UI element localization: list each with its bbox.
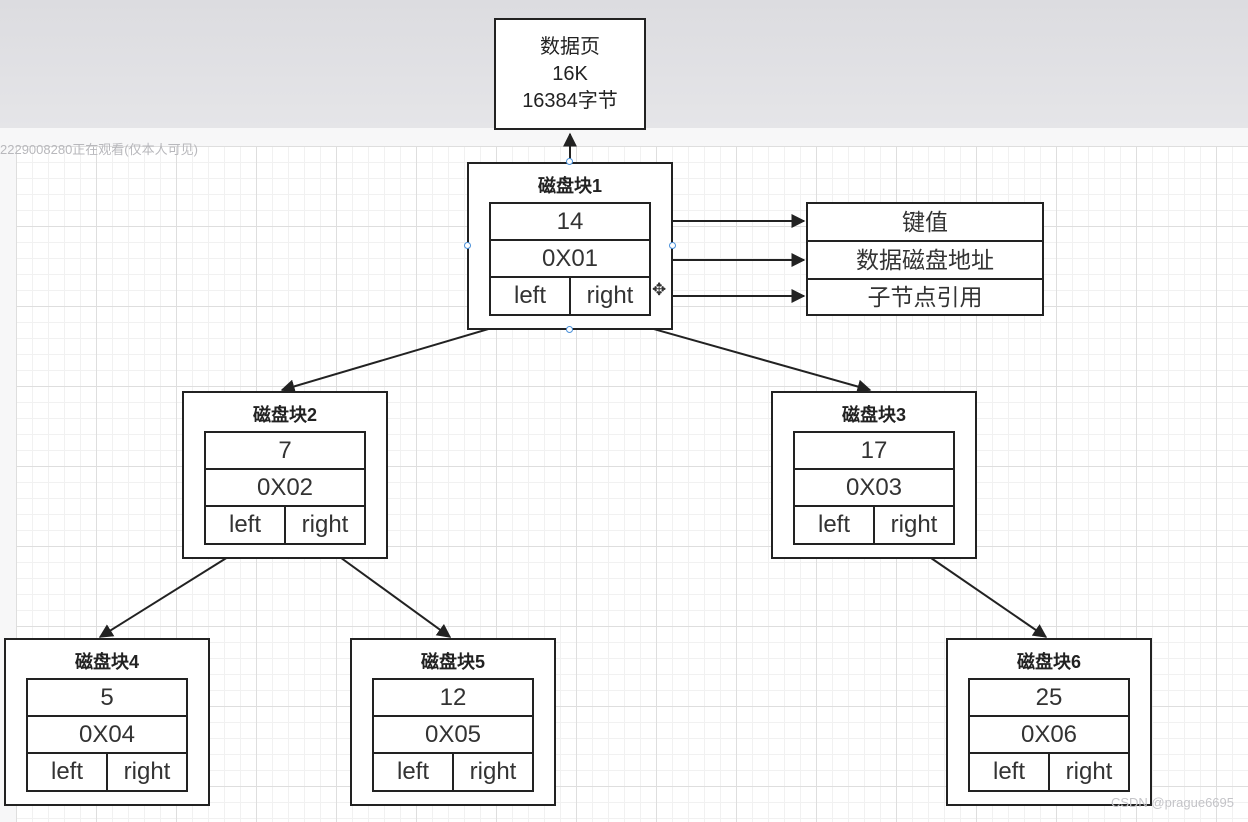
pointer-row: left right — [28, 754, 186, 790]
disk-block-3[interactable]: 磁盘块3 17 0X03 left right — [771, 391, 977, 559]
viewer-watermark: 2229008280正在观看(仅本人可见) — [0, 142, 198, 157]
disk-block-title: 磁盘块4 — [74, 652, 139, 672]
right-pointer-cell: right — [1065, 758, 1113, 785]
left-pointer-cell: left — [206, 507, 286, 543]
disk-block-title: 磁盘块2 — [252, 405, 317, 425]
key-cell: 25 — [970, 680, 1128, 717]
right-pointer-cell: right — [586, 282, 634, 309]
right-pointer-cell: right — [123, 758, 171, 785]
right-pointer-cell: right — [890, 511, 938, 538]
page-size: 16K — [552, 62, 588, 85]
csdn-credit: CSDN @prague6695 — [1110, 795, 1234, 810]
left-pointer-cell: left — [491, 278, 571, 314]
pointer-row: left right — [970, 754, 1128, 790]
index-node: 5 0X04 left right — [26, 678, 188, 792]
disk-block-title: 磁盘块3 — [841, 405, 906, 425]
disk-block-title: 磁盘块1 — [537, 176, 602, 196]
legend-child-reference[interactable]: 子节点引用 — [806, 278, 1044, 316]
pointer-row: left right — [795, 507, 953, 543]
left-pointer-cell: left — [970, 754, 1050, 790]
left-pointer-cell: left — [374, 754, 454, 790]
index-node: 14 0X01 left right — [489, 202, 651, 316]
key-cell: 17 — [795, 433, 953, 470]
left-pointer-cell: left — [28, 754, 108, 790]
address-cell: 0X04 — [28, 717, 186, 754]
disk-block-1[interactable]: 磁盘块1 14 0X01 left right — [467, 162, 673, 330]
key-cell: 5 — [28, 680, 186, 717]
selection-handle-right[interactable] — [669, 242, 676, 249]
disk-block-2[interactable]: 磁盘块2 7 0X02 left right — [182, 391, 388, 559]
right-pointer-cell: right — [301, 511, 349, 538]
page-title: 数据页 — [540, 35, 600, 58]
disk-block-4[interactable]: 磁盘块4 5 0X04 left right — [4, 638, 210, 806]
disk-block-title: 磁盘块5 — [420, 652, 485, 672]
pointer-row: left right — [374, 754, 532, 790]
address-cell: 0X02 — [206, 470, 364, 507]
selection-handle-bottom[interactable] — [566, 326, 573, 333]
key-cell: 12 — [374, 680, 532, 717]
disk-block-6[interactable]: 磁盘块6 25 0X06 left right — [946, 638, 1152, 806]
disk-block-5[interactable]: 磁盘块5 12 0X05 left right — [350, 638, 556, 806]
address-cell: 0X03 — [795, 470, 953, 507]
move-cursor-icon: ✥ — [652, 280, 667, 299]
data-page-box[interactable]: 数据页 16K 16384字节 — [494, 18, 646, 130]
left-pointer-cell: left — [795, 507, 875, 543]
disk-block-title: 磁盘块6 — [1016, 652, 1081, 672]
edge-block3-to-block6 — [914, 546, 1048, 638]
index-node: 25 0X06 left right — [968, 678, 1130, 792]
right-pointer-cell: right — [469, 758, 517, 785]
address-cell: 0X01 — [491, 241, 649, 278]
page-bytes: 16384字节 — [522, 89, 618, 112]
legend-data-disk-address[interactable]: 数据磁盘地址 — [806, 240, 1044, 280]
key-cell: 7 — [206, 433, 364, 470]
index-node: 12 0X05 left right — [372, 678, 534, 792]
pointer-row: left right — [206, 507, 364, 543]
selection-handle-top[interactable] — [566, 158, 573, 165]
edge-block2-to-block4 — [98, 546, 245, 638]
pointer-row: left right — [491, 278, 649, 314]
legend-key-value[interactable]: 键值 — [806, 202, 1044, 242]
address-cell: 0X06 — [970, 717, 1128, 754]
key-cell: 14 — [491, 204, 649, 241]
address-cell: 0X05 — [374, 717, 532, 754]
selection-handle-left[interactable] — [464, 242, 471, 249]
index-node: 7 0X02 left right — [204, 431, 366, 545]
index-node: 17 0X03 left right — [793, 431, 955, 545]
edge-block2-to-block5 — [325, 546, 452, 638]
